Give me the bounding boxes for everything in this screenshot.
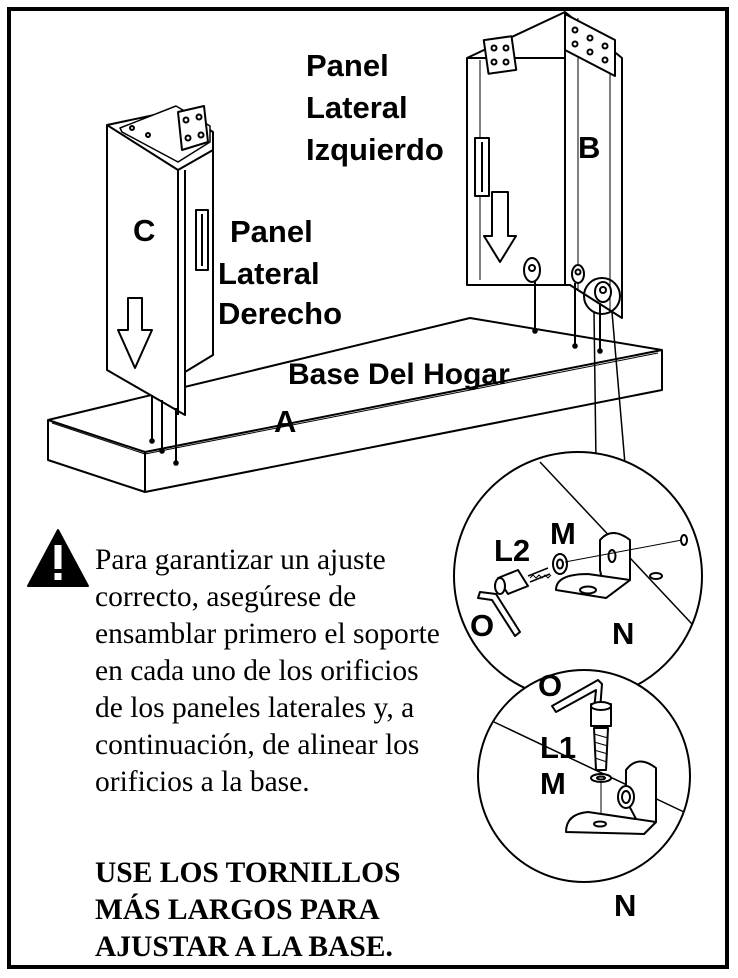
left-panel-label-line2: Lateral <box>306 90 408 125</box>
right-side-panel-c <box>106 105 214 466</box>
left-panel-label-line3: Izquierdo <box>306 132 444 167</box>
right-panel-label-line1: Panel <box>230 214 313 249</box>
hearth-base <box>47 317 663 493</box>
detail-leader-right <box>611 311 626 465</box>
diagram-border <box>7 7 729 969</box>
detail-bottom-bracket-label: N <box>614 888 637 923</box>
warning-bold-text: USE LOS TORNILLOS MÁS LARGOS PARA AJUSTA… <box>95 855 440 966</box>
part-c-label: C <box>133 213 156 248</box>
detail-bottom-key-label: O <box>538 668 563 703</box>
warning-bold-line-2: MÁS LARGOS PARA <box>95 894 380 926</box>
detail-top-key-label: O <box>470 608 495 643</box>
detail-circle-bottom <box>477 669 691 883</box>
right-panel-label-line3: Derecho <box>218 296 343 331</box>
detail-top-bracket-label: N <box>612 616 635 651</box>
warning-bold-line-3: AJUSTAR A LA BASE. <box>95 931 393 963</box>
detail-top-washer-label: M <box>550 516 576 551</box>
part-b-label: B <box>578 130 601 165</box>
detail-bottom-screw-label: L1 <box>540 730 577 765</box>
warning-bold-line-1: USE LOS TORNILLOS <box>95 857 401 889</box>
part-a-label: A <box>274 404 297 439</box>
left-panel-label-line1: Panel <box>306 48 389 83</box>
right-panel-label-line2: Lateral <box>218 256 320 291</box>
left-side-panel-b <box>466 11 623 354</box>
warning-triangle-icon <box>27 529 89 587</box>
detail-circle-top <box>453 451 703 701</box>
base-label: Base Del Hogar <box>288 358 510 391</box>
detail-top-screw-label: L2 <box>494 533 531 568</box>
warning-text: Para garantizar un ajuste correcto, aseg… <box>95 544 440 798</box>
detail-leader-left <box>593 311 597 463</box>
detail-bottom-washer-label: M <box>540 766 566 801</box>
